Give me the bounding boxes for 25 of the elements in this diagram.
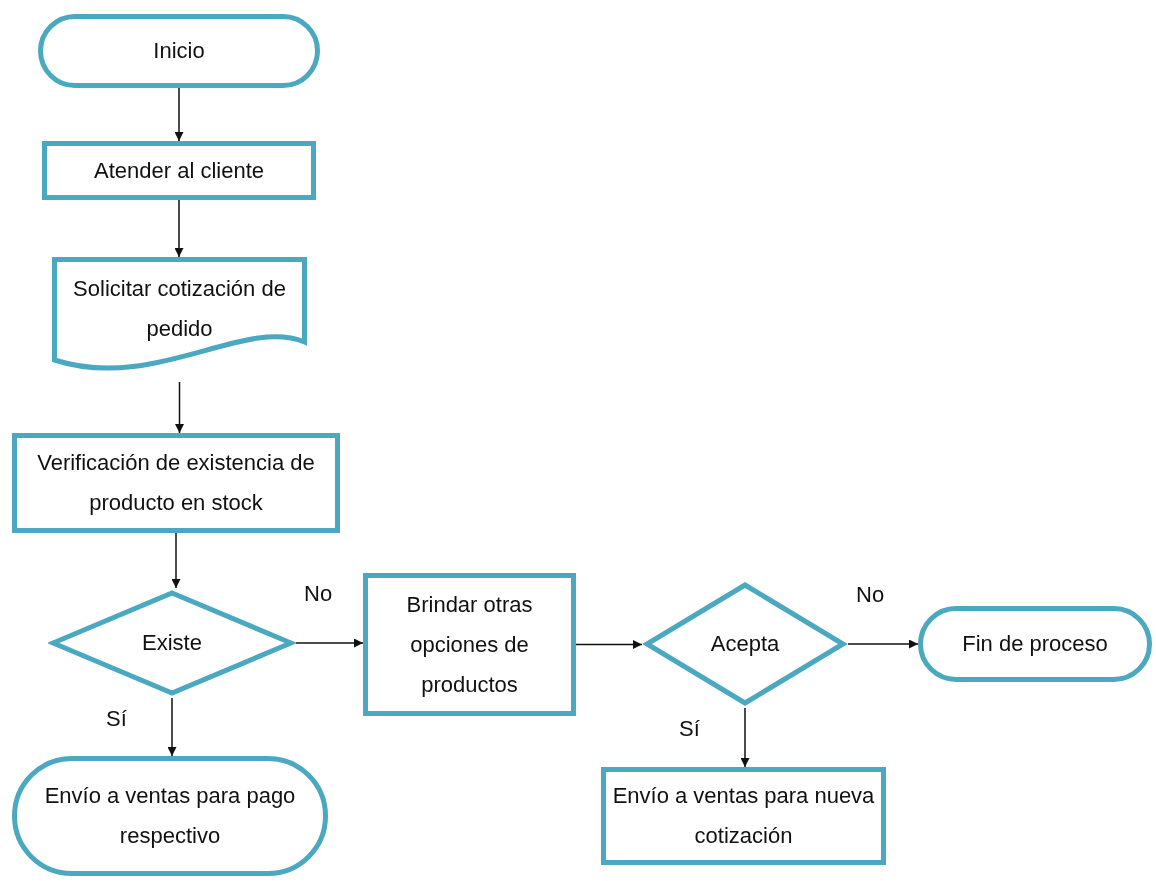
- node-text: Fin de proceso: [962, 630, 1108, 658]
- process-box: [601, 767, 886, 865]
- process-box: [42, 141, 316, 200]
- decision-diamond: [48, 588, 296, 698]
- process-box: [12, 433, 340, 533]
- node-text: Verificación de existencia de producto en stock: [36, 449, 316, 517]
- node-text: Solicitar cotización de pedido: [72, 274, 287, 343]
- node-text: Atender al cliente: [94, 156, 264, 185]
- decision-diamond: [642, 580, 848, 708]
- arrow: [175, 381, 184, 434]
- node-text: Inicio: [153, 37, 205, 65]
- arrow: [295, 638, 364, 648]
- arrow: [174, 87, 184, 142]
- arrow: [575, 640, 643, 649]
- arrow: [167, 697, 177, 757]
- arrow: [847, 639, 919, 649]
- node-text: Existe: [142, 629, 202, 657]
- arrow: [174, 199, 184, 258]
- node-text: Envío a ventas para pago respectivo: [43, 782, 297, 850]
- node-text: Envío a ventas para nueva cotización: [611, 782, 876, 850]
- node-text: Brindar otras opciones de productos: [405, 590, 534, 699]
- node-text: Acepta: [710, 630, 780, 658]
- process-box: [363, 573, 576, 716]
- arrow: [171, 532, 181, 589]
- arrow: [740, 707, 750, 768]
